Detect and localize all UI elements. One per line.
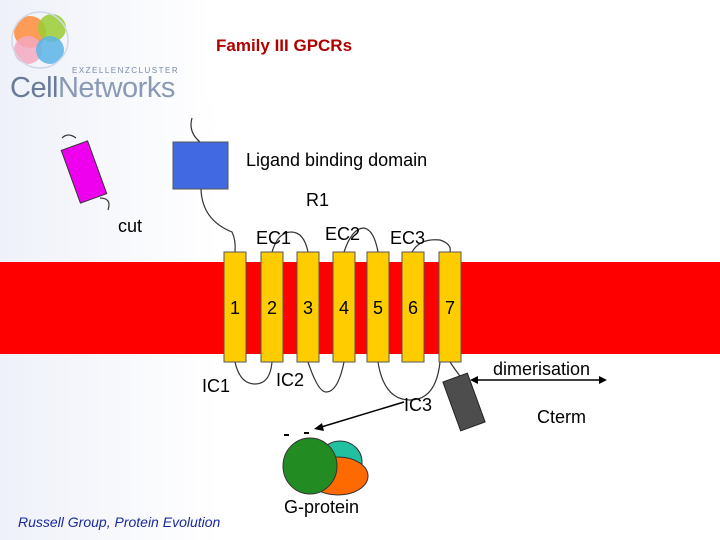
logo-subtitle: EXZELLENZCLUSTER [72, 66, 180, 75]
helix-3 [296, 251, 320, 363]
label-ec2: EC2 [325, 224, 361, 244]
helix-label-6: 6 [408, 298, 418, 318]
logo-circle-green [38, 14, 66, 42]
ec1-loop [271, 231, 309, 253]
cut-fragment-tail [61, 134, 77, 139]
label-r1: R1 [306, 190, 330, 210]
helix-label-7: 7 [445, 298, 455, 318]
helix-4 [332, 251, 356, 363]
dimerisation-domain-box [442, 372, 486, 432]
helix-6 [401, 251, 425, 363]
helix-label-4: 4 [339, 298, 349, 318]
logo-wordmark-part1: Cell [10, 72, 58, 104]
slide-title: Family III GPCRs [216, 36, 353, 55]
helix-label-2: 2 [267, 298, 277, 318]
dimerisation-arrow-right-head [599, 376, 607, 384]
ec3-loop [411, 239, 451, 253]
dimerisation-arrow-left-head [470, 376, 478, 384]
cut-fragment-tail-end [99, 197, 110, 211]
helix-5 [366, 251, 390, 363]
label-ec3: EC3 [390, 228, 426, 248]
ic3-to-gprotein-arrow-line [317, 401, 405, 429]
ic1-loop [234, 361, 273, 385]
r1-linker [200, 188, 236, 253]
logo-wordmark-part2: Networks [57, 72, 175, 104]
label-ic2: IC2 [276, 370, 305, 390]
label-dimerisation: dimerisation [493, 359, 591, 379]
helix-7 [438, 251, 462, 363]
helix-1 [223, 251, 247, 363]
transmembrane-helices: 1 2 3 4 5 6 7 [223, 251, 462, 363]
cut-fragment-box [60, 140, 108, 204]
label-ic1: IC1 [202, 376, 231, 396]
cell-membrane [0, 262, 720, 354]
label-ligand-binding-domain: Ligand binding domain [246, 150, 428, 170]
ic3-to-gprotein-arrow-head [314, 423, 324, 431]
helix-label-1: 1 [230, 298, 240, 318]
ligand-binding-domain-box [172, 141, 229, 190]
label-cut: cut [118, 216, 143, 236]
ic2-loop [307, 361, 345, 393]
label-cterm: Cterm [537, 407, 586, 427]
logo-wordmark: CellNetworks [10, 72, 175, 105]
label-g-protein: G-protein [284, 497, 360, 517]
logo-circle-pink [14, 36, 42, 64]
helix-label-5: 5 [373, 298, 383, 318]
helix-label-3: 3 [303, 298, 313, 318]
label-ic3: IC3 [404, 395, 433, 415]
ligand-domain-nterm [190, 117, 201, 143]
loop-lines [61, 117, 467, 401]
g-protein-alpha-subunit [282, 437, 338, 495]
cellnetworks-logo-mark [11, 11, 69, 69]
footer-credit: Russell Group, Protein Evolution [18, 514, 221, 530]
label-ec1: EC1 [256, 228, 292, 248]
ec2-loop [343, 227, 379, 253]
logo-circle-blue [36, 36, 64, 64]
helix-2 [260, 251, 284, 363]
ic3-loop [377, 361, 441, 401]
logo-ring [11, 11, 69, 69]
header-bar [205, 0, 720, 98]
